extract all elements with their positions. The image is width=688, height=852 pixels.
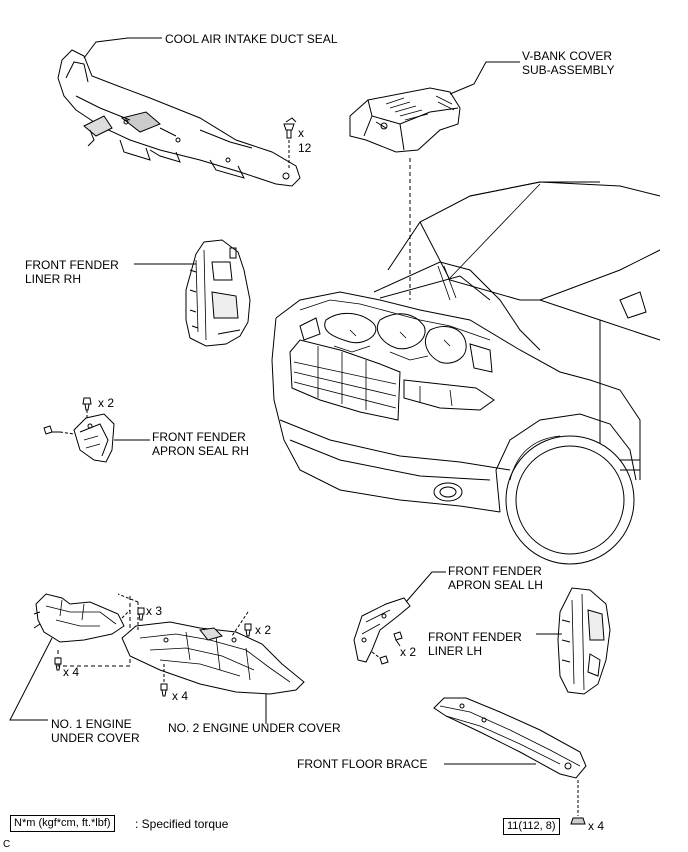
bolt-icon <box>379 655 389 665</box>
cool-air-intake-duct-seal <box>57 49 301 187</box>
nut-icon <box>570 817 586 825</box>
screw-icon <box>82 397 92 411</box>
label-fender-liner-lh-line2: LINER LH <box>428 644 483 658</box>
label-cool-air-intake-duct-seal: COOL AIR INTAKE DUCT SEAL <box>165 32 338 46</box>
label-front-fender-liner-rh-line2: LINER RH <box>25 272 82 286</box>
front-fender-apron-seal-rh <box>73 413 115 463</box>
torque-legend-text: : Specified torque <box>135 817 229 831</box>
vehicle-front-body <box>271 181 661 565</box>
qty-duct-seal-n: 12 <box>298 141 312 155</box>
bolt-icon <box>54 657 62 671</box>
qty-duct-seal-x: x <box>298 126 304 140</box>
label-fender-liner-lh-line1: FRONT FENDER <box>428 630 522 644</box>
qty-apron-seal-rh: x 2 <box>98 396 115 410</box>
leader-cool-air-duct-seal <box>83 37 162 59</box>
label-no2-under-cover: NO. 2 ENGINE UNDER COVER <box>168 721 341 735</box>
bolt-icon <box>393 631 403 647</box>
no2-engine-under-cover <box>121 621 305 695</box>
leader-v-bank-cover <box>449 61 520 95</box>
label-no1-under-cover-line2: UNDER COVER <box>51 731 140 745</box>
qty-floor-brace-bolts: x 4 <box>588 819 605 833</box>
torque-value-floor-brace: 11(112, 8) <box>503 818 560 835</box>
qty-no2-cover-bottom: x 4 <box>172 689 189 703</box>
label-no1-under-cover-line1: NO. 1 ENGINE <box>51 717 132 731</box>
bolt-icon <box>244 623 252 637</box>
qty-no2-cover-right: x 2 <box>255 623 272 637</box>
no1-engine-under-cover <box>33 593 125 643</box>
clip-icon <box>283 117 297 139</box>
leader-apron-seal-lh <box>405 571 446 603</box>
screw-icon <box>43 425 60 435</box>
qty-no2-cover-top: x 3 <box>146 604 163 618</box>
corner-mark: C <box>3 839 11 850</box>
label-apron-seal-rh-line2: APRON SEAL RH <box>152 444 249 458</box>
front-floor-brace <box>433 697 587 779</box>
apron-rh-dash-left <box>59 431 75 435</box>
qty-no1-cover-bottom: x 4 <box>63 665 80 679</box>
qty-apron-seal-lh: x 2 <box>400 645 417 659</box>
leader-no1-under-cover <box>9 637 53 721</box>
label-v-bank-cover-line2: SUB-ASSEMBLY <box>522 63 615 77</box>
torque-legend-box: N*m (kgf*cm, ft.*lbf) <box>10 815 115 832</box>
no1-cover-dash-short <box>121 609 131 619</box>
bolt-icon <box>160 683 168 697</box>
v-bank-cover <box>349 87 461 153</box>
label-front-floor-brace: FRONT FLOOR BRACE <box>297 757 428 771</box>
label-front-fender-liner-rh-line1: FRONT FENDER <box>25 258 119 272</box>
label-apron-seal-lh-line1: FRONT FENDER <box>448 564 542 578</box>
front-fender-apron-seal-lh <box>353 597 411 663</box>
front-fender-liner-rh <box>185 239 251 347</box>
label-v-bank-cover-line1: V-BANK COVER <box>522 49 613 63</box>
label-apron-seal-lh-line2: APRON SEAL LH <box>448 578 543 592</box>
apron-lh-dash <box>371 651 381 659</box>
no2-cover-dash-left-b <box>117 593 139 603</box>
label-apron-seal-rh-line1: FRONT FENDER <box>152 430 246 444</box>
bolt-icon <box>137 607 145 621</box>
front-fender-liner-lh <box>557 587 611 695</box>
